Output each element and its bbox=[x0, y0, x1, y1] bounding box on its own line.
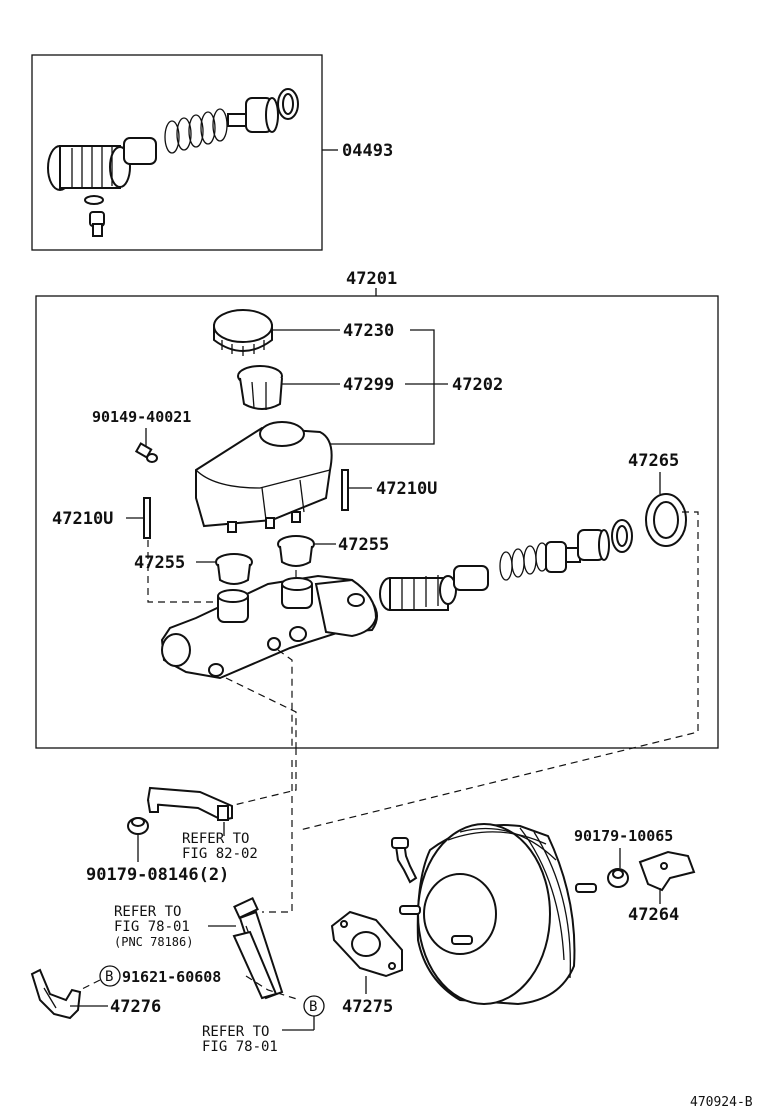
label-47210u-right: 47210U bbox=[376, 479, 437, 499]
label-90179-08146: 90179-08146(2) bbox=[86, 865, 229, 885]
label-47264: 47264 bbox=[628, 905, 679, 925]
pin-left bbox=[143, 497, 151, 539]
label-47255-left: 47255 bbox=[134, 553, 185, 573]
marker-b-1 bbox=[99, 965, 121, 987]
label-04493: 04493 bbox=[342, 141, 393, 161]
label-47275: 47275 bbox=[342, 997, 393, 1017]
ref1-line1: REFER TO bbox=[182, 831, 249, 847]
ref3-line2: FIG 78-01 bbox=[202, 1039, 278, 1055]
boot-47265 bbox=[645, 493, 687, 547]
ref2-line3: (PNC 78186) bbox=[114, 935, 193, 949]
reservoir-screw bbox=[134, 442, 158, 463]
bracket-47276 bbox=[30, 968, 82, 1020]
primary-piston bbox=[545, 529, 610, 573]
label-91621-60608: 91621-60608 bbox=[122, 968, 221, 986]
grommet-left bbox=[215, 553, 253, 585]
grommet-right bbox=[277, 535, 315, 567]
bracket-82-02 bbox=[146, 786, 233, 822]
ref1-line2: FIG 82-02 bbox=[182, 846, 258, 862]
snap-ring bbox=[611, 519, 633, 553]
master-cylinder-box-47201 bbox=[35, 295, 719, 749]
reservoir-cap bbox=[213, 309, 273, 356]
label-47201: 47201 bbox=[346, 269, 397, 289]
brake-booster bbox=[391, 823, 597, 1006]
label-47299: 47299 bbox=[343, 375, 394, 395]
label-90149-40021: 90149-40021 bbox=[92, 408, 191, 426]
label-47265: 47265 bbox=[628, 451, 679, 471]
ref3-line1: REFER TO bbox=[202, 1024, 269, 1040]
primary-spring bbox=[499, 542, 549, 581]
pin-right bbox=[341, 469, 349, 511]
reservoir-strainer bbox=[237, 365, 283, 410]
ref2-line2: FIG 78-01 bbox=[114, 919, 190, 935]
marker-b-2-text: B bbox=[309, 999, 317, 1015]
repair-kit-parts bbox=[47, 88, 299, 237]
label-47202: 47202 bbox=[452, 375, 503, 395]
nut-90179-10065 bbox=[607, 868, 629, 888]
ref2-line1: REFER TO bbox=[114, 904, 181, 920]
gasket-47275 bbox=[330, 910, 403, 978]
push-rod-clevis bbox=[232, 897, 284, 1000]
nut-90179-08146 bbox=[127, 817, 149, 835]
reservoir-tank bbox=[195, 421, 333, 533]
secondary-piston bbox=[379, 565, 489, 611]
label-47255-right: 47255 bbox=[338, 535, 389, 555]
label-47210u-left: 47210U bbox=[52, 509, 113, 529]
kit-box-04493 bbox=[31, 54, 323, 251]
label-47276: 47276 bbox=[110, 997, 161, 1017]
label-47230: 47230 bbox=[343, 321, 394, 341]
master-cylinder-body bbox=[160, 574, 378, 680]
bracket-47264 bbox=[638, 850, 696, 892]
marker-b-1-text: B bbox=[105, 969, 113, 985]
label-90179-10065: 90179-10065 bbox=[574, 827, 673, 845]
figure-id: 470924-B bbox=[690, 1095, 753, 1110]
